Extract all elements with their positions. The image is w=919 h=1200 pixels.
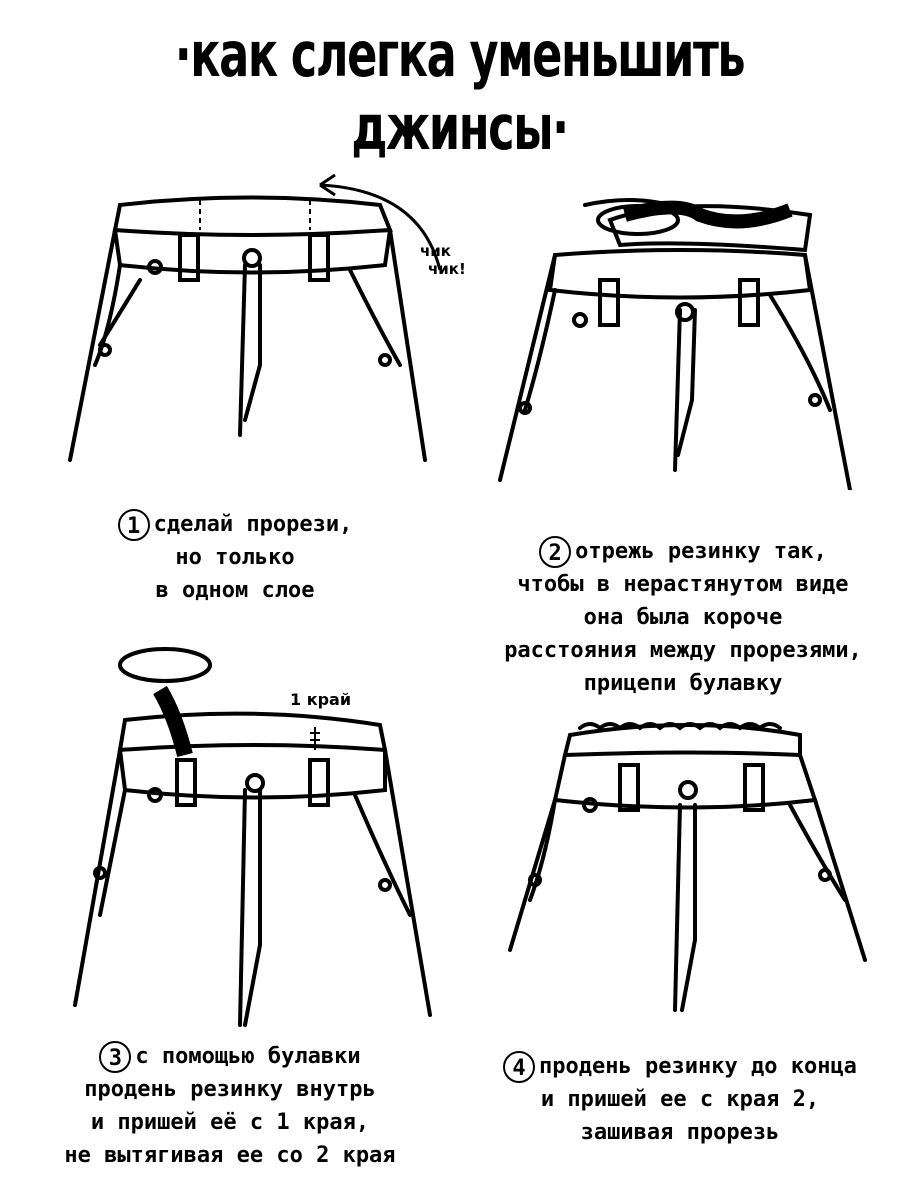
edge-1-note: 1 край xyxy=(290,690,352,709)
step-number: 1 xyxy=(117,509,150,541)
jeans-illustration-2 xyxy=(480,160,880,490)
step-number: 3 xyxy=(99,1041,132,1073)
page-title: ·как слегка уменьшить джинсы· xyxy=(174,18,746,164)
jeans-illustration-4 xyxy=(500,710,880,1030)
step-number: 2 xyxy=(539,536,572,568)
jeans-illustration-1 xyxy=(60,170,440,470)
jeans-illustration-3 xyxy=(65,615,445,1035)
step-number: 4 xyxy=(503,1051,536,1083)
